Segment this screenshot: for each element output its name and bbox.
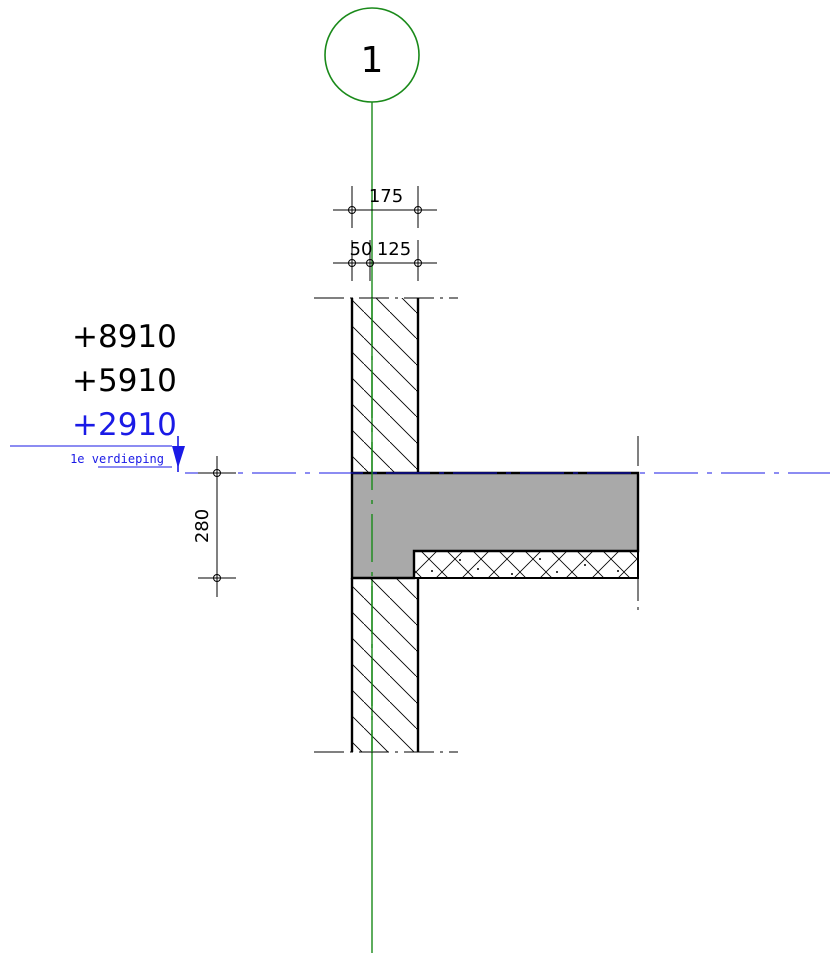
dimension-125: 125 bbox=[377, 239, 411, 260]
grid-label: 1 bbox=[361, 40, 384, 81]
dimension-280: 280 bbox=[192, 509, 213, 543]
wall-upper[interactable] bbox=[350, 298, 420, 473]
insulation-layer[interactable] bbox=[413, 550, 639, 579]
level-name: 1e verdieping bbox=[70, 452, 164, 466]
wall-lower[interactable] bbox=[350, 578, 420, 752]
elevation-5910: +5910 bbox=[72, 363, 177, 399]
dimension-total-width: 175 bbox=[333, 186, 437, 228]
dimension-50: 50 bbox=[350, 239, 373, 260]
elevation-list: +8910 +5910 +2910 bbox=[72, 319, 177, 443]
dimension-segments: 50 125 bbox=[333, 239, 437, 281]
insulation-specks bbox=[431, 558, 619, 575]
elevation-2910-active[interactable]: +2910 bbox=[72, 407, 177, 443]
level-line[interactable]: 1e verdieping bbox=[10, 436, 830, 474]
elevation-8910: +8910 bbox=[72, 319, 177, 355]
dimension-slab-thickness: 280 bbox=[192, 456, 236, 597]
dimension-175: 175 bbox=[369, 186, 403, 207]
